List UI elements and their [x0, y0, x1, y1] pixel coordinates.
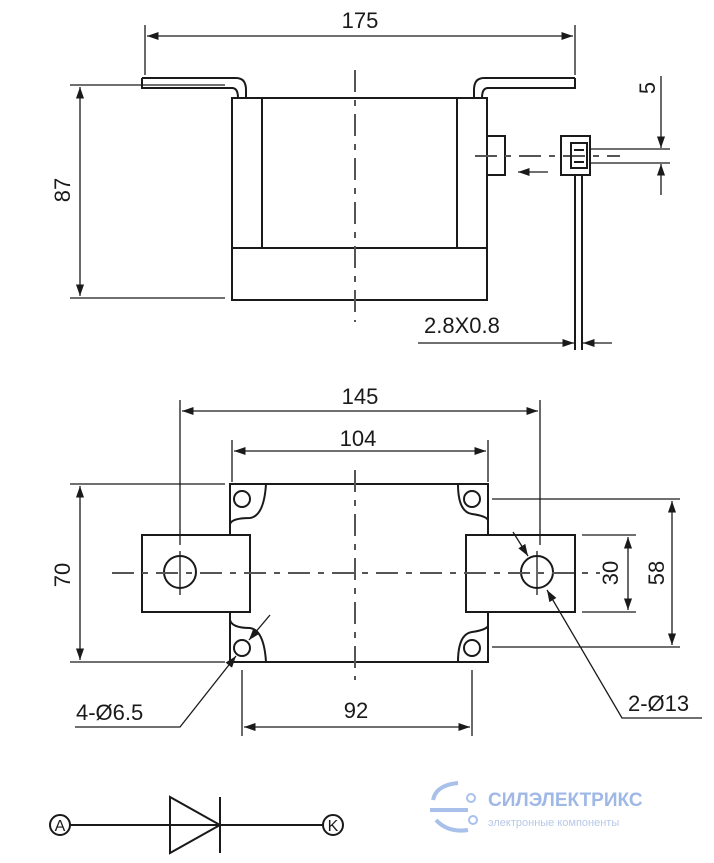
module-body-side [231, 97, 488, 301]
dimension-5: 5 [635, 82, 660, 94]
dimension-104: 104 [340, 426, 377, 451]
bottom-view: 145 104 70 58 30 92 [50, 384, 702, 736]
module-body-base [229, 483, 489, 663]
top-view: 175 87 5 2.8X0.8 [50, 8, 670, 350]
diode-schematic: A K [49, 795, 344, 855]
watermark-brand: СИЛЭЛЕКТРИКС [488, 790, 643, 811]
mount-hole [463, 490, 481, 508]
terminal-holes-label: 2-Ø13 [628, 691, 689, 716]
right-terminal-tab [473, 77, 576, 99]
cathode-label: K [328, 818, 339, 835]
dimension-175: 175 [342, 8, 379, 33]
diode-triangle [169, 795, 223, 855]
anode-label: A [55, 818, 66, 835]
mount-hole [463, 639, 481, 657]
dimension-92: 92 [344, 698, 368, 723]
dimension-58: 58 [644, 561, 669, 585]
mount-hole [233, 639, 251, 657]
dimension-pin-size: 2.8X0.8 [424, 313, 500, 338]
mount-hole [233, 490, 251, 508]
dimension-87: 87 [50, 178, 75, 202]
dimension-70: 70 [50, 563, 75, 587]
left-terminal-tab [141, 77, 247, 99]
dimension-145: 145 [342, 384, 379, 409]
cathode-terminal-symbol [322, 814, 344, 836]
watermark-tagline: электронные компоненты [488, 817, 619, 829]
watermark-logo: СИЛЭЛЕКТРИКС электронные компоненты [430, 781, 643, 833]
mount-holes-label: 4-Ø6.5 [76, 700, 143, 725]
dimension-30: 30 [598, 561, 623, 585]
